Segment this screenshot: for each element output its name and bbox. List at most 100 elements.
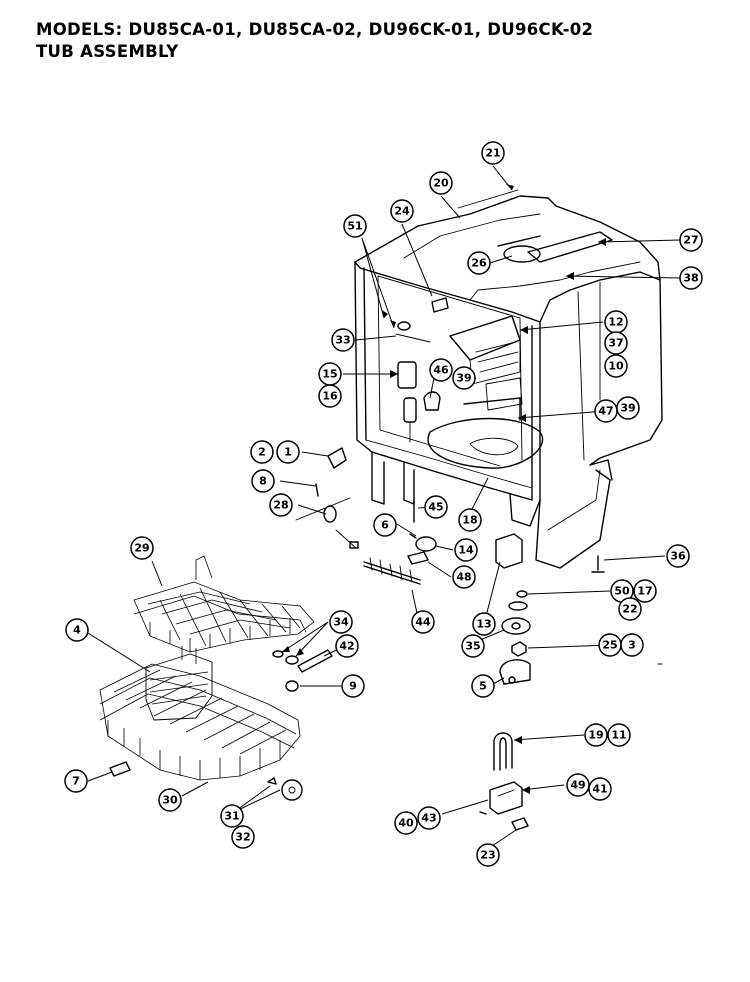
- callout-43: 43: [417, 806, 441, 830]
- svg-text:31: 31: [224, 810, 239, 823]
- svg-text:21: 21: [485, 147, 500, 160]
- callout-38: 38: [679, 266, 703, 290]
- callout-21: 21: [481, 141, 505, 165]
- svg-text:10: 10: [608, 360, 624, 373]
- section-title: TUB ASSEMBLY: [36, 42, 179, 61]
- svg-text:40: 40: [398, 817, 414, 830]
- callout-16: 16: [318, 384, 342, 408]
- callout-4: 4: [65, 618, 89, 642]
- callout-44: 44: [411, 610, 435, 634]
- svg-text:33: 33: [335, 334, 350, 347]
- svg-text:35: 35: [465, 640, 480, 653]
- callout-32: 32: [231, 825, 255, 849]
- svg-text:42: 42: [339, 640, 354, 653]
- callout-29: 29: [130, 536, 154, 560]
- callout-36: 36: [666, 544, 690, 568]
- callout-39-a: 39: [452, 366, 476, 390]
- svg-text:5: 5: [479, 680, 487, 693]
- small-parts: [109, 447, 663, 831]
- callout-13: 13: [472, 612, 496, 636]
- callout-28: 28: [269, 493, 293, 517]
- callout-14: 14: [454, 538, 478, 562]
- callout-27: 27: [679, 228, 703, 252]
- svg-text:16: 16: [322, 390, 338, 403]
- svg-text:8: 8: [259, 475, 267, 488]
- callout-17: 17: [633, 579, 657, 603]
- svg-text:30: 30: [162, 794, 178, 807]
- svg-text:49: 49: [570, 779, 585, 792]
- callout-3: 3: [620, 633, 644, 657]
- callout-2: 2: [250, 440, 274, 464]
- svg-text:38: 38: [683, 272, 698, 285]
- callout-18: 18: [458, 508, 482, 532]
- svg-text:26: 26: [471, 257, 487, 270]
- callout-34: 34: [329, 610, 353, 634]
- callout-35: 35: [461, 634, 485, 658]
- callout-39-b: 39: [616, 396, 640, 420]
- svg-text:4: 4: [73, 624, 81, 637]
- upper-rack: [133, 555, 315, 653]
- callout-37: 37: [604, 331, 628, 355]
- svg-text:32: 32: [235, 831, 250, 844]
- callout-6: 6: [373, 513, 397, 537]
- svg-text:45: 45: [428, 501, 443, 514]
- callout-24: 24: [390, 199, 414, 223]
- callout-12: 12: [604, 310, 628, 334]
- callout-48: 48: [452, 565, 476, 589]
- svg-text:6: 6: [381, 519, 389, 532]
- callout-23: 23: [476, 843, 500, 867]
- callout-1: 1: [276, 440, 300, 464]
- callout-19: 19: [584, 723, 608, 747]
- callout-45: 45: [424, 495, 448, 519]
- svg-text:44: 44: [415, 616, 431, 629]
- callout-31: 31: [220, 804, 244, 828]
- callout-49: 49: [566, 773, 590, 797]
- svg-text:17: 17: [637, 585, 652, 598]
- svg-text:2: 2: [258, 446, 266, 459]
- svg-text:51: 51: [347, 220, 362, 233]
- svg-text:23: 23: [480, 849, 495, 862]
- svg-text:20: 20: [433, 177, 449, 190]
- svg-text:12: 12: [608, 316, 623, 329]
- svg-text:37: 37: [608, 337, 623, 350]
- svg-text:7: 7: [72, 775, 80, 788]
- callout-22: 22: [618, 597, 642, 621]
- svg-text:29: 29: [134, 542, 149, 555]
- svg-text:3: 3: [628, 639, 636, 652]
- svg-text:25: 25: [602, 639, 617, 652]
- callout-41: 41: [588, 777, 612, 801]
- svg-text:11: 11: [611, 729, 626, 742]
- callout-7: 7: [64, 769, 88, 793]
- callout-30: 30: [158, 788, 182, 812]
- callout-42: 42: [335, 634, 359, 658]
- callout-47: 47: [594, 399, 618, 423]
- svg-text:46: 46: [433, 364, 449, 377]
- svg-text:19: 19: [588, 729, 603, 742]
- callout-20: 20: [429, 171, 453, 195]
- svg-text:14: 14: [458, 544, 474, 557]
- svg-text:13: 13: [476, 618, 491, 631]
- svg-text:39: 39: [456, 372, 471, 385]
- leader-lines: [87, 165, 681, 849]
- svg-text:39: 39: [620, 402, 635, 415]
- svg-text:36: 36: [670, 550, 686, 563]
- svg-text:22: 22: [622, 603, 637, 616]
- svg-text:24: 24: [394, 205, 410, 218]
- callout-25: 25: [598, 633, 622, 657]
- svg-text:47: 47: [598, 405, 613, 418]
- callout-26: 26: [467, 251, 491, 275]
- callout-9: 9: [341, 674, 365, 698]
- callout-51: 51: [343, 214, 367, 238]
- callout-10: 10: [604, 354, 628, 378]
- callout-8: 8: [251, 469, 275, 493]
- callout-labels: 21 20 24 51 27 26 38 33 12 37 10 15 16 4…: [64, 141, 703, 867]
- svg-text:50: 50: [614, 585, 630, 598]
- svg-text:9: 9: [349, 680, 357, 693]
- lower-rack: [99, 646, 301, 781]
- svg-text:43: 43: [421, 812, 436, 825]
- callout-40: 40: [394, 811, 418, 835]
- callout-46: 46: [429, 358, 453, 382]
- tub-drawing: [354, 189, 663, 569]
- svg-text:28: 28: [273, 499, 288, 512]
